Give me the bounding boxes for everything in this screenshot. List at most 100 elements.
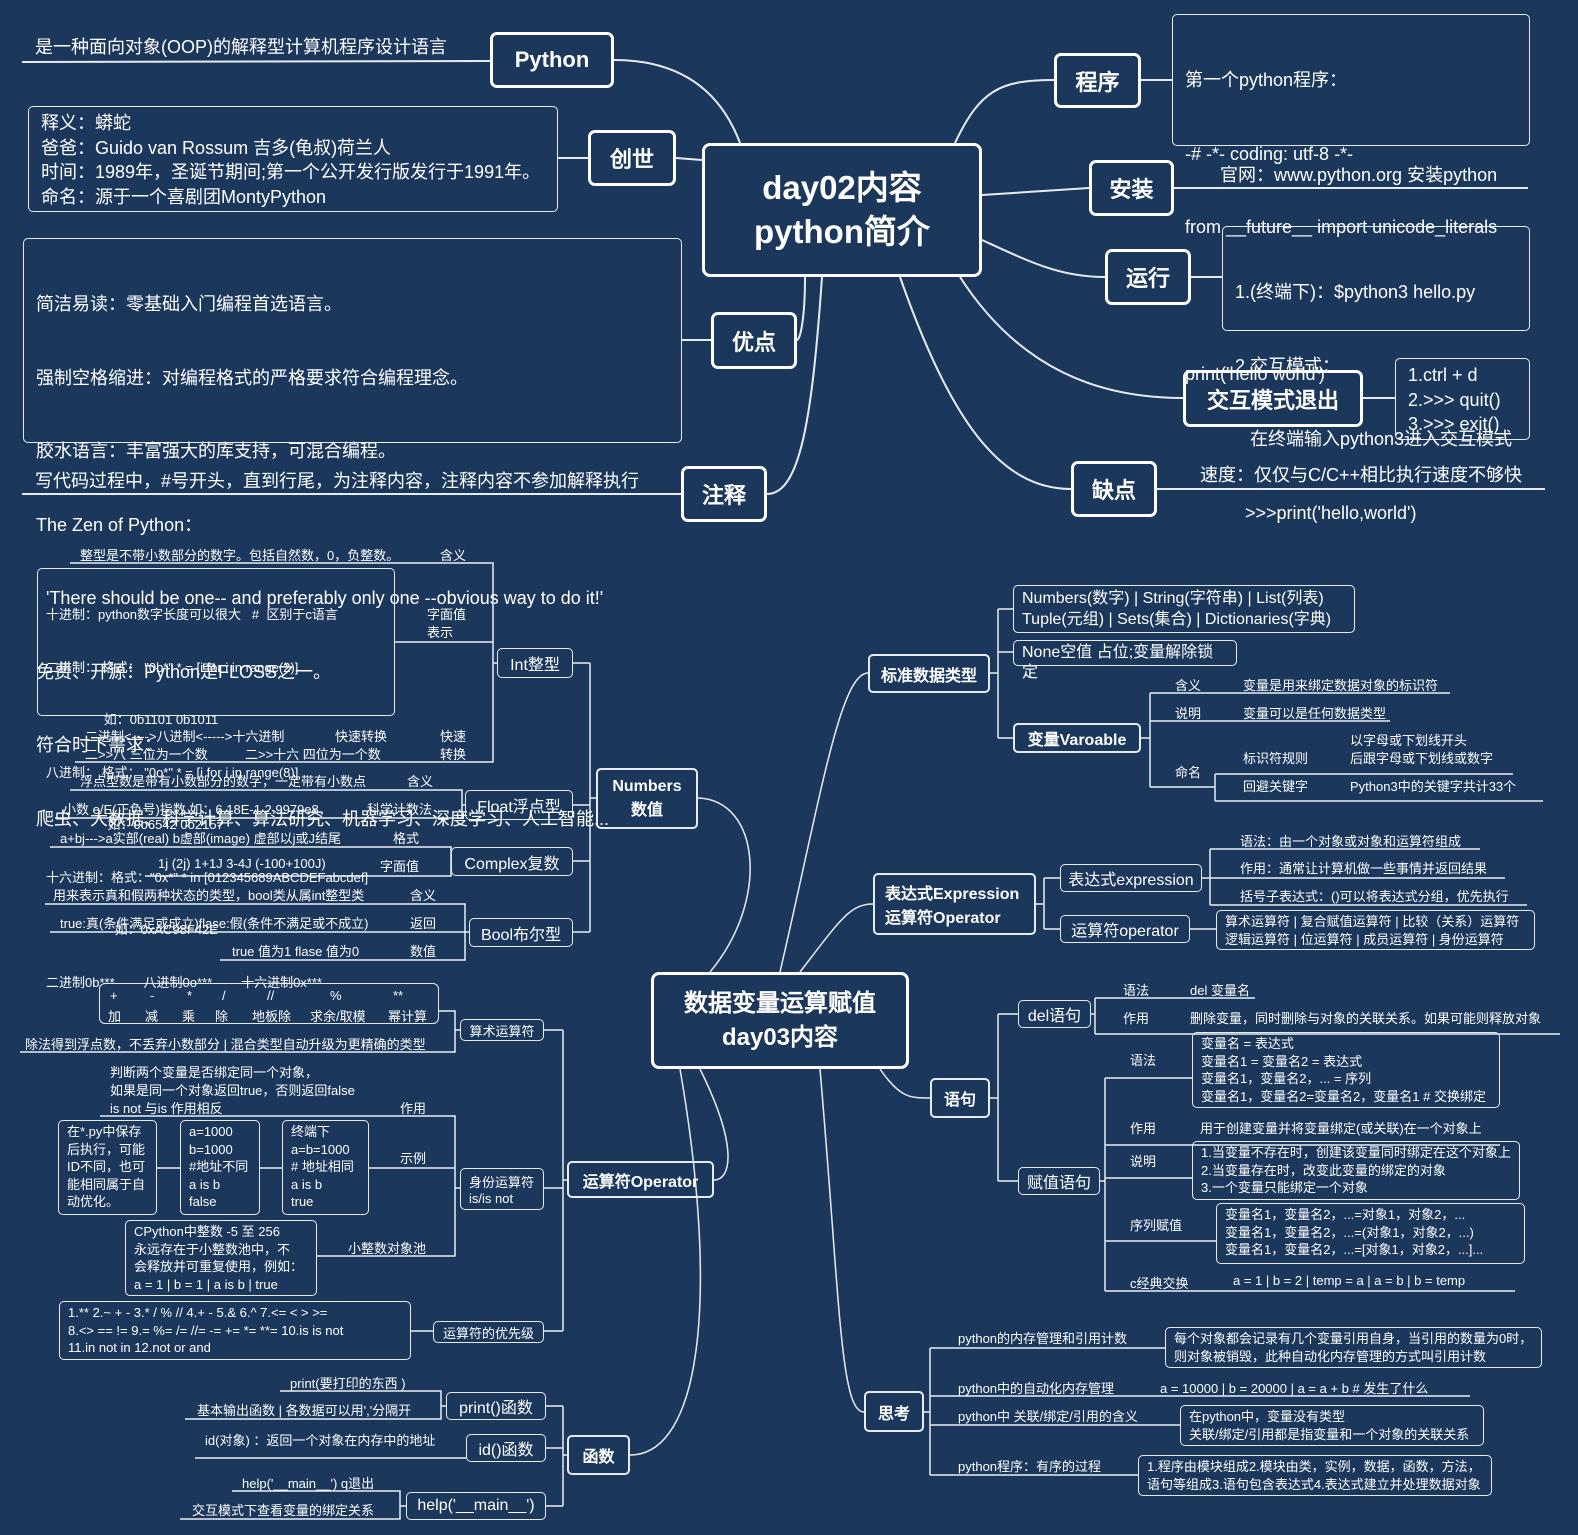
detail-line: 'There should be one-- and preferably on… [36, 588, 604, 608]
node-label: is/is not [469, 1191, 514, 1206]
node-assignment-statement[interactable]: 赋值语句 [1018, 1167, 1100, 1195]
branch-genesis[interactable]: 创世 [588, 130, 676, 186]
tag: 转换 [440, 747, 467, 762]
operator-types-box: 算术运算符 | 复合赋值运算符 | 比较（关系）运算符 逻辑运算符 | 位运算符… [1216, 910, 1535, 950]
node-bool[interactable]: Bool布尔型 [469, 918, 573, 947]
detail-line: a = 1 | b = 2 | temp = a | a = b | b = t… [1233, 1273, 1466, 1288]
arith-symbols-box [99, 983, 439, 1024]
detail-line: >>>print('hello,world') [1235, 502, 1417, 523]
tag: 表示 [427, 625, 454, 640]
install-description: 官网：www.python.org 安装python [1220, 165, 1498, 185]
node-arithmetic[interactable]: 算术运算符 [460, 1019, 544, 1041]
node-id-function[interactable]: id()函数 [466, 1434, 546, 1462]
central-topic-day02[interactable]: day02内容 python简介 [702, 143, 982, 277]
tag: 示例 [400, 1151, 427, 1166]
detail-line: 变量名1，变量名2，... = 序列 [1201, 1071, 1372, 1086]
detail-line: 爸爸：Guido van Rossum 吉多(龟叔)荷兰人 [41, 137, 392, 158]
branch-thinking[interactable]: 思考 [864, 1391, 924, 1432]
branch-program[interactable]: 程序 [1054, 53, 1141, 108]
detail-line: print(要打印的东西 ) [290, 1376, 406, 1391]
detail-line: 二进制： 格式： "0b*" * = [i for i in range(2)] [46, 659, 299, 675]
central-title-line: 数据变量运算赋值 [684, 989, 876, 1017]
branch-python[interactable]: Python [490, 32, 614, 88]
node-print-function[interactable]: print()函数 [446, 1392, 546, 1420]
detail-line: 如果是同一个对象返回true，否则返回false [110, 1083, 355, 1098]
advantages-details: 简洁易读：零基础入门编程首选语言。 强制空格缩进：对编程格式的严格要求符合编程理… [23, 238, 682, 829]
node-operator[interactable]: 运算符operator [1060, 915, 1190, 943]
branch-numbers[interactable]: Numbers 数值 [596, 768, 698, 829]
detail-line: 变量名1，变量名2，...=(对象1，对象2，...) [1225, 1224, 1474, 1240]
branch-install[interactable]: 安装 [1089, 160, 1174, 216]
detail-line: 1.ctrl + d [1408, 365, 1478, 385]
branch-expression-operator[interactable]: 表达式Expression 运算符Operator [873, 873, 1036, 935]
int-meaning: 整型是不带小数部分的数字。包括自然数，0，负整数。 [80, 548, 400, 563]
operator-symbol: ** [393, 988, 404, 1003]
small-int-pool-box: CPython中整数 -5 至 256 永远存在于小整数池中，不 会释放并可重复… [125, 1220, 317, 1296]
node-identity[interactable]: 身份运算符 is/is not [460, 1168, 544, 1210]
branch-advantages[interactable]: 优点 [711, 312, 797, 369]
branch-label: 运算符Operator [885, 910, 1001, 927]
branch-functions[interactable]: 函数 [567, 1435, 630, 1475]
operator-name: 加 [108, 1009, 122, 1024]
detail-line: 除法得到浮点数，不丢弃小数部分 | 混合类型自动升级为更精确的类型 [25, 1037, 426, 1052]
branch-run[interactable]: 运行 [1105, 249, 1191, 305]
node-expression[interactable]: 表达式expression [1060, 864, 1202, 892]
branch-operators[interactable]: 运算符Operator [567, 1161, 714, 1198]
tag: 标识符规则 [1243, 751, 1309, 766]
detail-line: 逻辑运算符 | 位运算符 | 成员运算符 | 身份运算符 [1225, 931, 1504, 947]
types-box: Numbers(数字) | String(字符串) | List(列表) Tup… [1013, 585, 1355, 633]
detail-line: 如：0o6542 0o2157 [46, 817, 224, 832]
detail-line: 二进制<---->八进制<----->十六进制 [85, 729, 285, 744]
node-precedence[interactable]: 运算符的优先级 [433, 1321, 544, 1343]
branch-label: 数值 [630, 801, 663, 819]
detail-line: a=1000 [189, 1124, 233, 1139]
detail-line: print('hello world') [1185, 364, 1325, 384]
detail-line: 变量名1，变量名2，...=[对象1，对象2，...]... [1225, 1242, 1484, 1257]
node-float[interactable]: Float浮点型 [465, 790, 573, 820]
node-help-function[interactable]: help('__main__') [406, 1492, 546, 1520]
operator-symbol: % [330, 988, 342, 1003]
detail-line: true:真(条件满足或成立)flase:假(条件不满足或不成立) [60, 916, 369, 931]
detail-line: 2.>>> quit() [1408, 389, 1501, 410]
central-title-line: python简介 [754, 213, 930, 250]
operator-symbol: // [267, 988, 275, 1003]
branch-exit-interactive[interactable]: 交互模式退出 [1183, 370, 1363, 427]
detail-line: 变量名 = 表达式 [1201, 1036, 1294, 1051]
detail-line: is not 与is 作用相反 [110, 1101, 223, 1116]
node-int[interactable]: Int整型 [497, 648, 573, 678]
central-topic-day03[interactable]: 数据变量运算赋值 day03内容 [651, 972, 909, 1069]
detail-line: 在终端输入python3进入交互模式 [1235, 429, 1513, 449]
detail-line: 快速转换 [335, 729, 388, 744]
node-variable[interactable]: 变量Varoable [1013, 723, 1141, 753]
node-label: 身份运算符 [469, 1175, 535, 1190]
detail-line: a+bj--->a实部(real) b虚部(image) 虚部以j或J结尾 [60, 831, 341, 846]
node-del-statement[interactable]: del语句 [1018, 1000, 1091, 1028]
central-title-line: day02内容 [762, 169, 922, 206]
branch-standard-types[interactable]: 标准数据类型 [868, 654, 990, 693]
tag: 语法 [1130, 1053, 1157, 1068]
example-box: 终端下 a=b=1000 # 地址相同 a is b true [282, 1120, 369, 1215]
detail-line: 1.** 2.~ + - 3.* / % // 4.+ - 5.& 6.^ 7.… [68, 1305, 328, 1320]
operator-name: 乘 [182, 1009, 196, 1024]
detail-line: 语法：由一个对象或对象和运算符组成 [1240, 834, 1462, 849]
detail-line: 能相同属于自 [67, 1176, 146, 1192]
detail-line: 在python中，变量没有类型 [1189, 1409, 1346, 1424]
detail-line: 变量名1 = 变量名2 = 表达式 [1201, 1053, 1363, 1069]
exit-details: 1.ctrl + d 2.>>> quit() 3.>>> exit() [1395, 358, 1530, 440]
operator-symbol: * [187, 988, 193, 1003]
node-complex[interactable]: Complex复数 [451, 847, 573, 876]
detail-line: 后执行，可能 [67, 1141, 146, 1157]
tag: 快速 [440, 729, 467, 744]
branch-statements[interactable]: 语句 [930, 1078, 990, 1118]
branch-cons[interactable]: 缺点 [1071, 461, 1157, 517]
int-literal-box: 十进制：python数字长度可以很大 # 区别于c语言 二进制： 格式： "0b… [37, 568, 395, 990]
tag: 命名 [1175, 765, 1202, 780]
detail-line: #地址不同 [189, 1159, 249, 1174]
branch-comments[interactable]: 注释 [681, 466, 767, 522]
detail-line: 符合时下需求： [36, 735, 162, 755]
detail-line: 终端下 [291, 1124, 331, 1139]
detail-line: 2.当变量存在时，改变此变量的绑定的对象 [1201, 1162, 1446, 1178]
detail-line: a = 1 | b = 1 | a is b | true [134, 1276, 278, 1292]
tag: 数值 [410, 944, 437, 959]
